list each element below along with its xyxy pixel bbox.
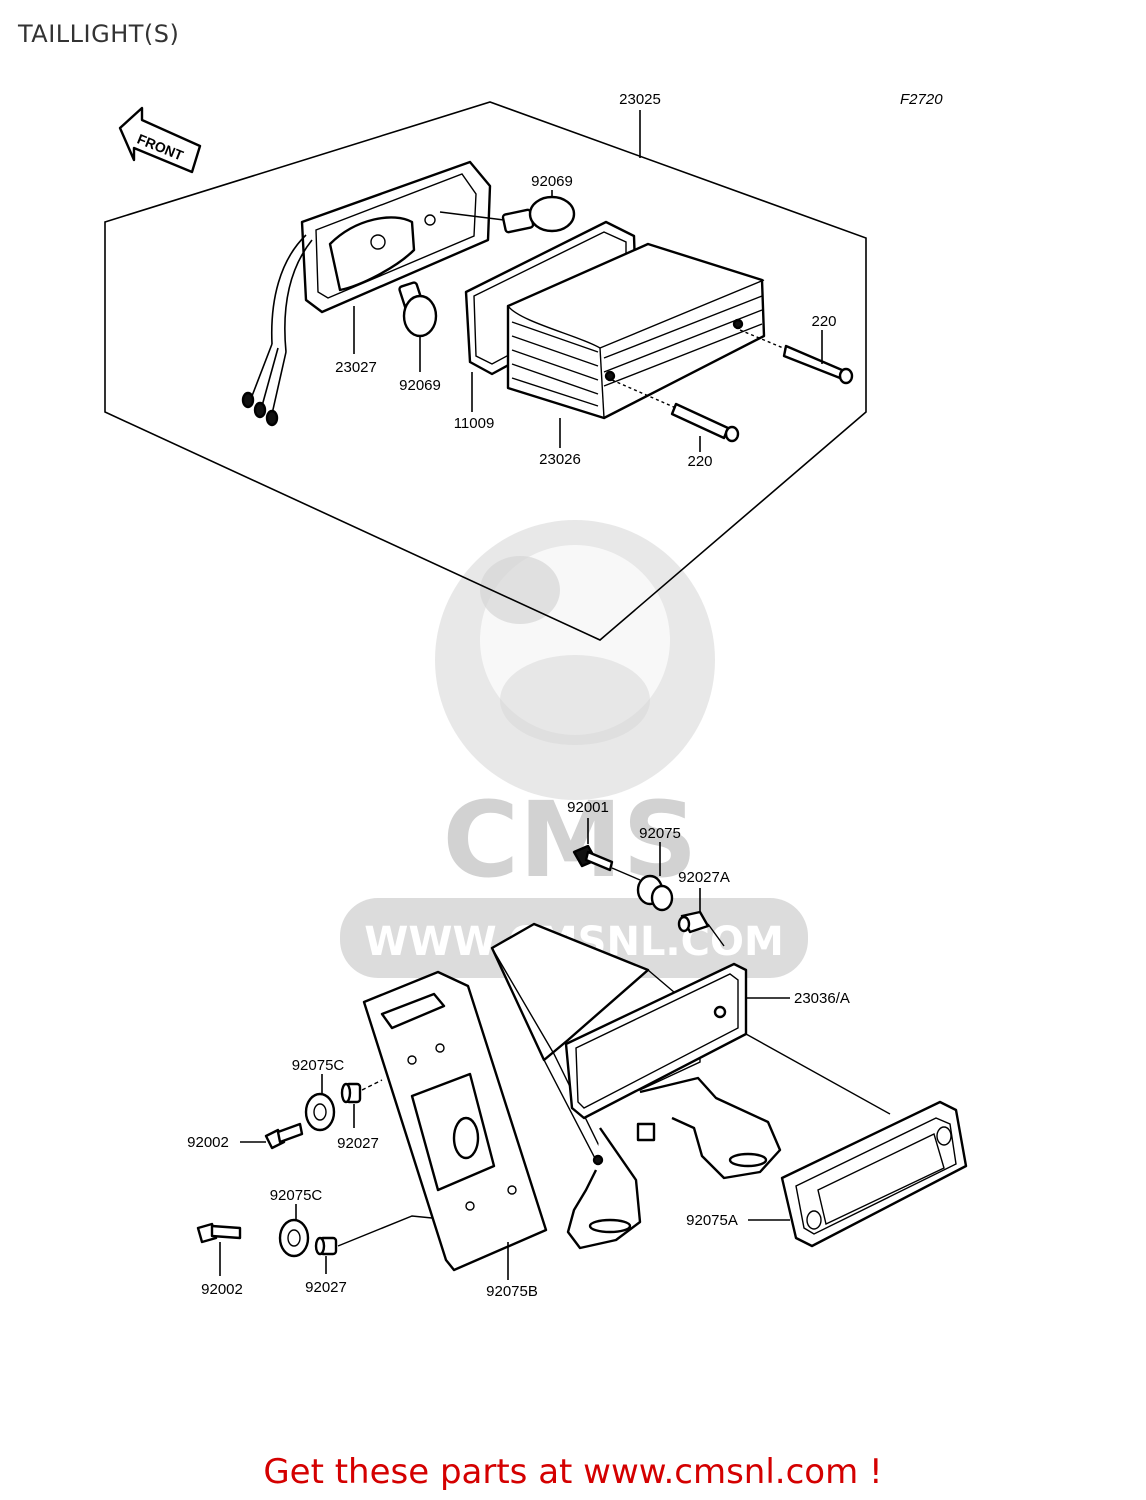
- bulb-92069-lower: [398, 281, 438, 338]
- callout-92069-bottom: 92069: [399, 377, 441, 394]
- callout-23036A: 23036/A: [794, 990, 850, 1007]
- callout-92075: 92075: [639, 825, 681, 842]
- pad-92075B: [362, 970, 548, 1272]
- grommet-92075: [636, 874, 674, 912]
- collar-92027-upper: [340, 1079, 383, 1104]
- bulb-92069-upper: [439, 195, 576, 234]
- callout-92027A: 92027A: [678, 869, 730, 886]
- lens-23026: [506, 242, 766, 420]
- callout-92002-upper: 92002: [187, 1134, 229, 1151]
- collar-92027A: [677, 910, 725, 947]
- callout-23027: 23027: [335, 359, 377, 376]
- callout-92002-lower: 92002: [201, 1281, 243, 1298]
- callout-220-bottom: 220: [687, 453, 712, 470]
- footer-promo-text: Get these parts at www.cmsnl.com !: [263, 1452, 883, 1492]
- bolt-92002-lower: [196, 1222, 242, 1244]
- callout-92075B: 92075B: [486, 1283, 538, 1300]
- seal-92075A: [745, 1033, 968, 1248]
- callout-23026: 23026: [539, 451, 581, 468]
- screw-220-bottom: [611, 379, 740, 443]
- lamp-base-23027: [241, 160, 492, 427]
- washer-92075C-lower: [278, 1218, 310, 1258]
- figure-code: F2720: [900, 91, 943, 108]
- callout-92001: 92001: [567, 799, 609, 816]
- washer-92075C-upper: [304, 1092, 336, 1132]
- callout-23025: 23025: [619, 91, 661, 108]
- bolt-92002-upper: [264, 1122, 304, 1150]
- assembly-boundary: [104, 101, 867, 641]
- screw-220-right: [739, 329, 854, 385]
- callout-92069-top: 92069: [531, 173, 573, 190]
- bolt-92001: [572, 844, 641, 881]
- callout-92027-lower: 92027: [305, 1279, 347, 1296]
- housing-23036A: [490, 922, 782, 1250]
- page-title: TAILLIGHT(S): [18, 20, 180, 48]
- callout-92027-upper: 92027: [337, 1135, 379, 1152]
- callout-92075A: 92075A: [686, 1212, 738, 1229]
- collar-92027-lower: [314, 1215, 433, 1256]
- cms-watermark-logo: CMS WWW.CMSNL.COM: [340, 520, 808, 978]
- front-arrow-icon: FRONT: [118, 106, 202, 174]
- callout-92075C-lower: 92075C: [270, 1187, 323, 1204]
- callout-92075C-upper: 92075C: [292, 1057, 345, 1074]
- callout-220-right: 220: [811, 313, 836, 330]
- callout-11009: 11009: [454, 415, 495, 432]
